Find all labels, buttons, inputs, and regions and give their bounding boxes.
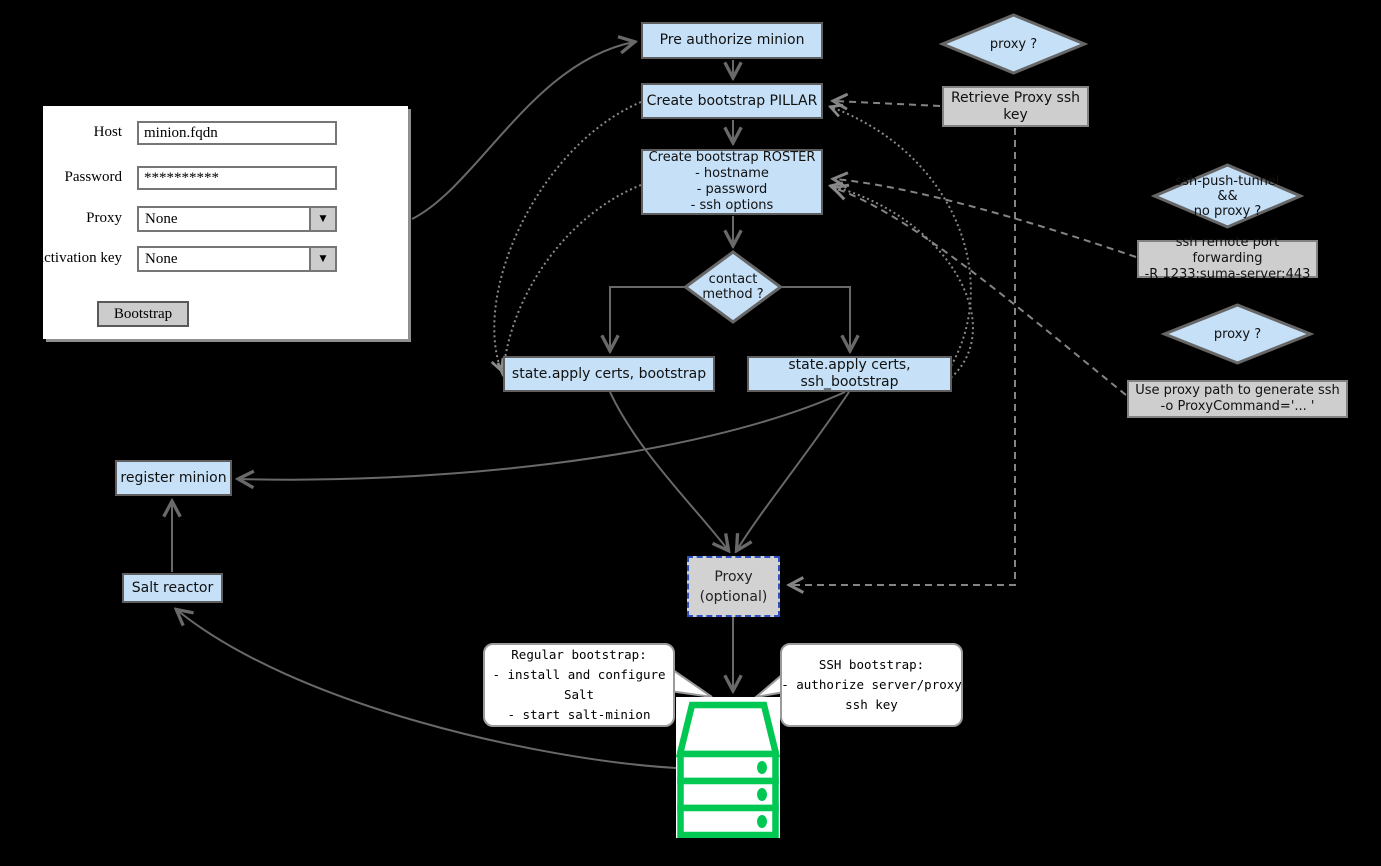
- edge-proxypath-to-roster: [834, 188, 1127, 396]
- callout-ssh-bootstrap: SSH bootstrap: - authorize server/proxy …: [780, 643, 963, 727]
- node-create-bootstrap-pillar: Create bootstrap PILLAR: [641, 83, 823, 119]
- node-retrieve-proxy-ssh-key: Retrieve Proxy ssh key: [942, 86, 1089, 127]
- node-create-bootstrap-roster: Create bootstrap ROSTER - hostname - pas…: [641, 149, 823, 215]
- node-ssh-remote-port-forwarding: ssh remote port forwarding -R 1233:suma-…: [1137, 235, 1318, 282]
- activation-key-label: Activation key: [33, 250, 122, 266]
- edge-state-ssh-to-register: [239, 391, 846, 480]
- chevron-down-icon: ▼: [319, 254, 327, 264]
- proxy-label: Proxy: [86, 210, 122, 226]
- edge-state-ssh-to-proxy: [737, 391, 850, 550]
- proxy-select-dropdown-button[interactable]: ▼: [309, 208, 335, 230]
- node-pre-authorize-minion: Pre authorize minion: [641, 22, 823, 59]
- diamond-shape: [682, 250, 784, 324]
- password-label: Password: [64, 169, 122, 185]
- edge-retrieve-to-proxy-optional: [790, 128, 1016, 585]
- edge-retrieve-to-pillar: [834, 101, 941, 106]
- host-label: Host: [93, 124, 122, 140]
- proxy-select-value: None: [145, 211, 178, 227]
- activation-key-select[interactable]: None ▼: [137, 246, 337, 272]
- edge-state-bootstrap-to-proxy: [609, 391, 728, 550]
- edge-state-ssh-to-roster: [831, 186, 974, 382]
- edge-roster-to-state-bootstrap: [503, 184, 642, 374]
- edge-server-to-reactor: [177, 610, 677, 769]
- node-proxy-optional: Proxy (optional): [687, 556, 780, 617]
- edge-contact-to-state-bootstrap: [610, 286, 685, 350]
- proxy-select[interactable]: None ▼: [137, 206, 337, 232]
- diamond-shape: [1150, 163, 1305, 229]
- edge-form-to-preauthorize: [411, 42, 634, 220]
- edge-portforward-to-roster: [834, 179, 1137, 258]
- edge-state-ssh-to-pillar: [831, 107, 972, 367]
- diamond-shape: [1160, 303, 1315, 365]
- decision-proxy-right: proxy ?: [1160, 303, 1315, 365]
- node-register-minion: register minion: [115, 460, 232, 496]
- node-state-apply-bootstrap: state.apply certs, bootstrap: [503, 356, 715, 392]
- server-icon: [676, 697, 780, 838]
- decision-contact-method: contact method ?: [682, 250, 784, 324]
- decision-ssh-push-tunnel: ssh-push-tunnel && no proxy ?: [1150, 163, 1305, 229]
- node-use-proxy-path: Use proxy path to generate ssh -o ProxyC…: [1127, 380, 1348, 418]
- diamond-shape: [938, 13, 1089, 75]
- activation-key-select-value: None: [145, 251, 178, 267]
- node-salt-reactor: Salt reactor: [122, 573, 223, 603]
- node-state-apply-ssh-bootstrap: state.apply certs, ssh_bootstrap: [747, 356, 952, 392]
- bootstrap-button[interactable]: Bootstrap: [97, 301, 189, 327]
- activation-key-dropdown-button[interactable]: ▼: [309, 248, 335, 270]
- callout-regular-bootstrap: Regular bootstrap: - install and configu…: [483, 643, 675, 727]
- bubble-tail-left: [669, 666, 713, 698]
- bootstrap-form: Host Password Proxy None ▼ Activation ke…: [33, 106, 408, 339]
- password-input[interactable]: [137, 166, 337, 190]
- host-input[interactable]: [137, 121, 337, 145]
- edge-contact-to-state-ssh: [782, 286, 850, 350]
- chevron-down-icon: ▼: [319, 214, 327, 224]
- decision-proxy-top: proxy ?: [938, 13, 1089, 75]
